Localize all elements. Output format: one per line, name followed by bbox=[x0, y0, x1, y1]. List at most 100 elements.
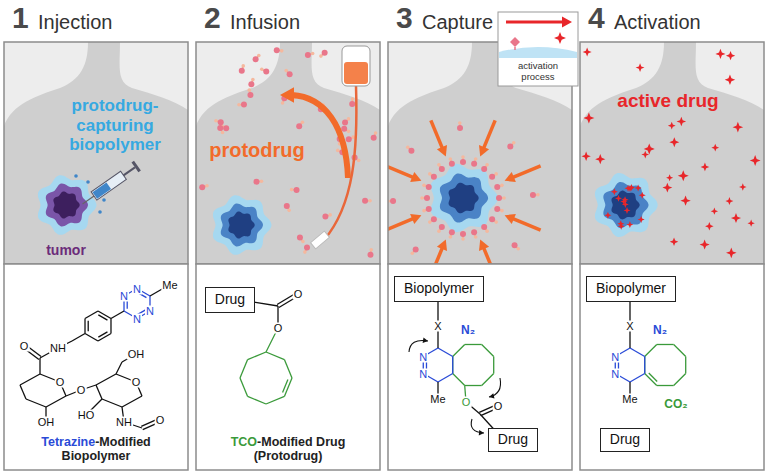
panel-illustration bbox=[196, 42, 380, 264]
iv-tube bbox=[324, 86, 356, 240]
protodrug-tag bbox=[284, 69, 288, 73]
protodrug-dot bbox=[390, 198, 396, 204]
drug-star bbox=[670, 237, 679, 246]
capture-arrow bbox=[484, 248, 495, 264]
protodrug-molecule bbox=[322, 213, 332, 219]
protodrug-dot bbox=[263, 68, 269, 74]
bond bbox=[482, 373, 494, 385]
protodrug-dot bbox=[439, 224, 445, 230]
protodrug-molecule bbox=[260, 68, 269, 75]
protodrug-dot bbox=[530, 192, 536, 198]
protodrug-dot bbox=[457, 125, 463, 131]
protodrug-dot bbox=[284, 203, 290, 209]
structure-panel: Tetrazine-Modified Biopolymer bbox=[4, 264, 188, 470]
step-panel: 2InfusionTCO-Modified Drug (Protodrug)Dr… bbox=[196, 0, 380, 470]
drug-star bbox=[595, 154, 605, 164]
activation-inset-art bbox=[498, 12, 578, 86]
panel-frame bbox=[580, 42, 764, 264]
drug-star bbox=[639, 192, 646, 199]
biopolymer-blob bbox=[449, 183, 479, 214]
protodrug-molecule bbox=[471, 229, 477, 239]
protodrug-molecule bbox=[481, 224, 489, 233]
callout-label: protodrug bbox=[209, 140, 305, 160]
bond bbox=[72, 334, 85, 342]
protodrug-dot bbox=[217, 125, 223, 131]
illustration-part bbox=[132, 161, 141, 173]
drug-star bbox=[739, 183, 747, 191]
panel-art bbox=[4, 42, 188, 264]
drug-star bbox=[705, 222, 714, 231]
protodrug-tag bbox=[287, 209, 291, 213]
protodrug-dot bbox=[489, 174, 495, 180]
protodrug-tag bbox=[428, 220, 432, 224]
illustration-part bbox=[83, 196, 94, 204]
arrowhead bbox=[437, 240, 447, 251]
protodrug-tag bbox=[351, 97, 355, 101]
protodrug-tag bbox=[437, 163, 441, 167]
bond bbox=[111, 311, 124, 319]
protodrug-dot bbox=[449, 161, 455, 167]
label-box: Drug bbox=[488, 428, 538, 452]
box-label: Drug bbox=[215, 292, 245, 307]
atom-label: N bbox=[132, 283, 142, 294]
bond bbox=[20, 374, 40, 385]
protodrug-molecule bbox=[367, 248, 373, 258]
protodrug-molecule bbox=[406, 145, 414, 153]
label-box: Biopolymer bbox=[394, 276, 484, 302]
bond bbox=[46, 396, 66, 407]
protodrug-tag bbox=[237, 103, 241, 107]
protodrug-tag bbox=[512, 141, 516, 145]
protodrug-molecule bbox=[428, 172, 437, 180]
protodrug-molecule bbox=[247, 88, 253, 98]
bond bbox=[98, 311, 111, 319]
protodrug-molecule bbox=[349, 97, 355, 107]
panel-illustration bbox=[4, 42, 188, 264]
protodrug-molecule bbox=[489, 216, 498, 224]
bond bbox=[482, 344, 494, 356]
protodrug-molecule bbox=[214, 119, 224, 125]
structure-frame bbox=[4, 264, 188, 470]
inset-caption: activation process bbox=[501, 61, 575, 83]
bond bbox=[20, 385, 26, 399]
biopolymer-blob bbox=[53, 192, 79, 219]
capture-arrow bbox=[388, 219, 413, 230]
box-label: Biopolymer bbox=[596, 281, 666, 296]
protodrug-dot bbox=[481, 166, 487, 172]
atom-label: HO bbox=[77, 410, 96, 421]
drug-star bbox=[625, 185, 632, 192]
bond bbox=[284, 360, 292, 378]
drug-star bbox=[711, 207, 718, 214]
protodrug-tag bbox=[205, 184, 209, 188]
bond bbox=[644, 357, 645, 374]
step-panel: 1InjectionTetrazine-Modified Biopolymer bbox=[4, 0, 188, 470]
protodrug-dot bbox=[512, 242, 518, 248]
protodrug-tag bbox=[461, 237, 465, 241]
protodrug-molecule bbox=[460, 155, 466, 165]
bond bbox=[248, 396, 266, 404]
arrowhead bbox=[479, 145, 489, 156]
bond bbox=[283, 380, 288, 393]
bond bbox=[39, 358, 40, 374]
atom-label: Me bbox=[161, 280, 178, 291]
label-box: Biopolymer bbox=[586, 276, 676, 302]
illustration-part bbox=[91, 171, 126, 200]
protodrug-dot bbox=[341, 126, 347, 132]
atom-label: NH bbox=[49, 343, 67, 354]
protodrug-molecule bbox=[284, 203, 291, 212]
structure-frame bbox=[580, 264, 764, 470]
protodrug-tag bbox=[303, 250, 307, 254]
protodrug-tag bbox=[319, 54, 323, 58]
panel-ground bbox=[196, 42, 380, 264]
arrowhead bbox=[479, 240, 489, 251]
protodrug-tag bbox=[422, 184, 426, 188]
step-title: Injection bbox=[38, 10, 113, 34]
protodrug-molecule bbox=[305, 52, 315, 58]
drug-star bbox=[725, 74, 735, 84]
arrowhead bbox=[410, 172, 421, 182]
protodrug-tag bbox=[374, 131, 378, 135]
polymer-drop bbox=[86, 180, 90, 184]
atom-label: N bbox=[145, 306, 155, 317]
drug-star bbox=[554, 32, 566, 44]
protodrug-tag bbox=[248, 88, 252, 92]
electron-arrow bbox=[489, 378, 501, 397]
